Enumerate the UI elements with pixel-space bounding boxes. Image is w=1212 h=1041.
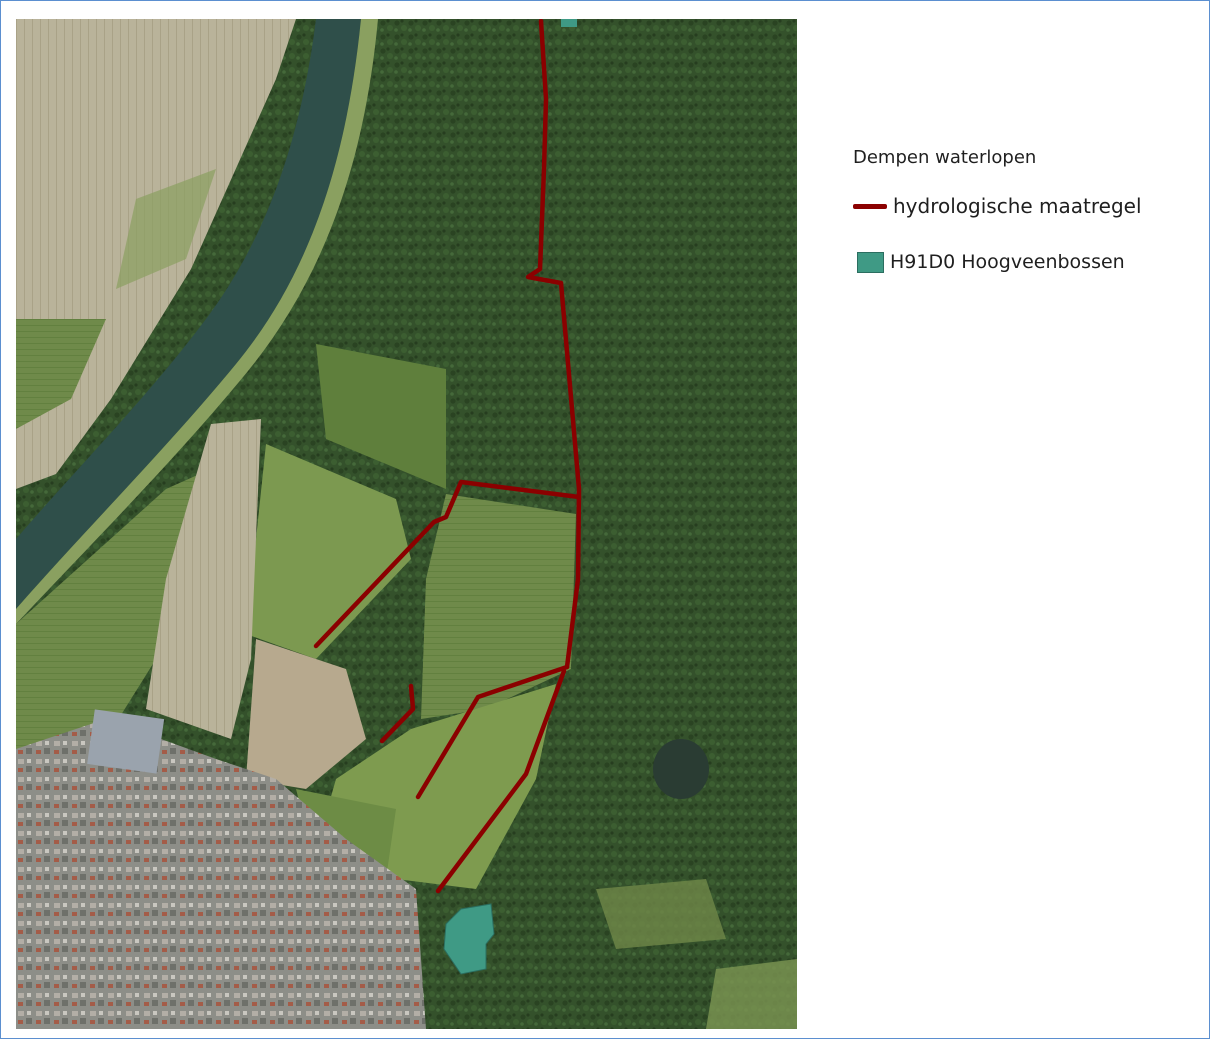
field-strips: [421, 494, 576, 719]
measure-line-lower-2[interactable]: [435, 668, 567, 894]
green-field-strip: [16, 319, 106, 429]
aerial-map[interactable]: [16, 19, 797, 1029]
clearing-right-2: [706, 959, 797, 1029]
field-beige-mid: [246, 639, 366, 789]
legend-label-measure: hydrologische maatregel: [893, 194, 1142, 218]
legend-label-habitat: H91D0 Hoogveenbossen: [890, 251, 1125, 273]
town: [16, 719, 426, 1029]
legend-item-habitat: H91D0 Hoogveenbossen: [853, 249, 1193, 275]
measure-line-main[interactable]: [525, 19, 582, 670]
habitat-polygon-top[interactable]: [561, 19, 577, 27]
pond: [653, 739, 709, 799]
aerial-map-canvas: [16, 19, 797, 1029]
habitat-polygon-bottom[interactable]: [443, 903, 495, 975]
measure-line-small[interactable]: [379, 683, 416, 744]
clearing-right: [596, 879, 726, 949]
grassland-left: [16, 469, 211, 779]
field-central-2: [316, 344, 446, 489]
measure-line-lower-1[interactable]: [415, 664, 570, 800]
legend-title: Dempen waterlopen: [853, 147, 1037, 168]
field-central-1: [246, 444, 411, 659]
measure-line-cross[interactable]: [313, 479, 582, 649]
field-beige-left: [146, 419, 261, 739]
fill-symbol-icon: [857, 251, 884, 273]
greenhouse: [87, 709, 165, 774]
line-symbol-icon: [853, 203, 887, 209]
green-field-strip-2: [116, 169, 216, 289]
map-legend: Dempen waterlopen hydrologische maatrege…: [853, 146, 1193, 305]
legend-item-measure: hydrologische maatregel: [853, 193, 1193, 219]
river: [16, 19, 361, 609]
